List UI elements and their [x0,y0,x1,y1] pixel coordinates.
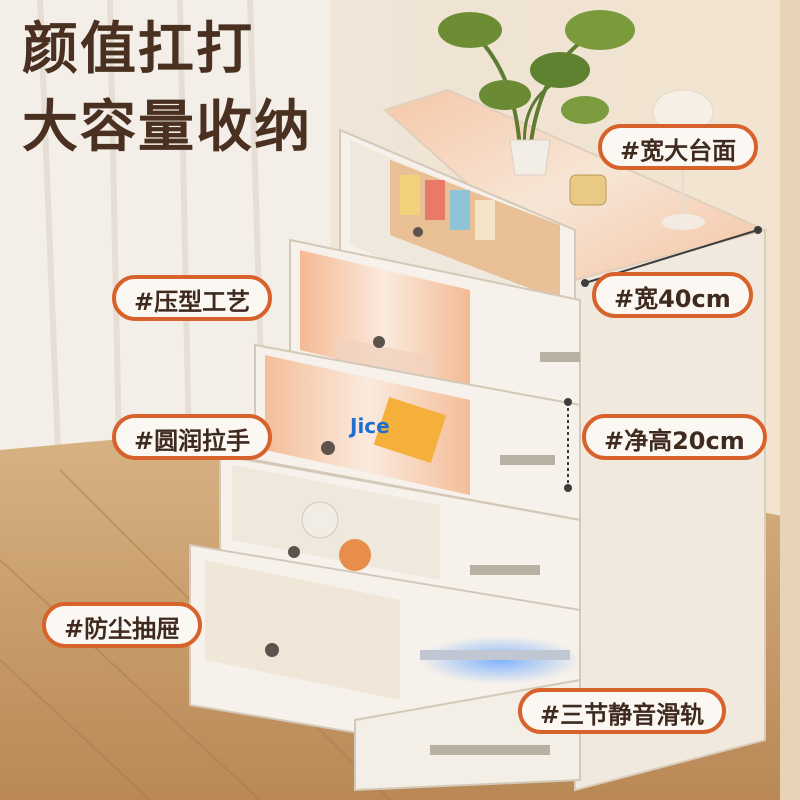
plush-toy [301,501,339,539]
tag-silent-rail: #三节静音滑轨 [518,688,727,734]
drawer-5 [189,543,581,792]
drawer-4 [219,453,581,622]
radio [569,174,607,206]
headline-line-2: 大容量收纳 [22,95,312,160]
plant [438,10,635,176]
tag-width: #宽40cm [592,272,753,318]
tag-dustproof-drawer: #防尘抽屉 [42,602,203,648]
plush-fox [339,539,371,571]
drawer-3: Jice [254,343,581,522]
tag-tabletop: #宽大台面 [598,124,759,170]
tag-pressed-craft: #压型工艺 [112,275,273,321]
tag-height: #净高20cm [582,414,767,460]
tag-round-handle: #圆润拉手 [112,414,273,460]
headline-line-1: 颜值扛打 [22,17,254,82]
snack-box-label: Jice [348,414,390,438]
